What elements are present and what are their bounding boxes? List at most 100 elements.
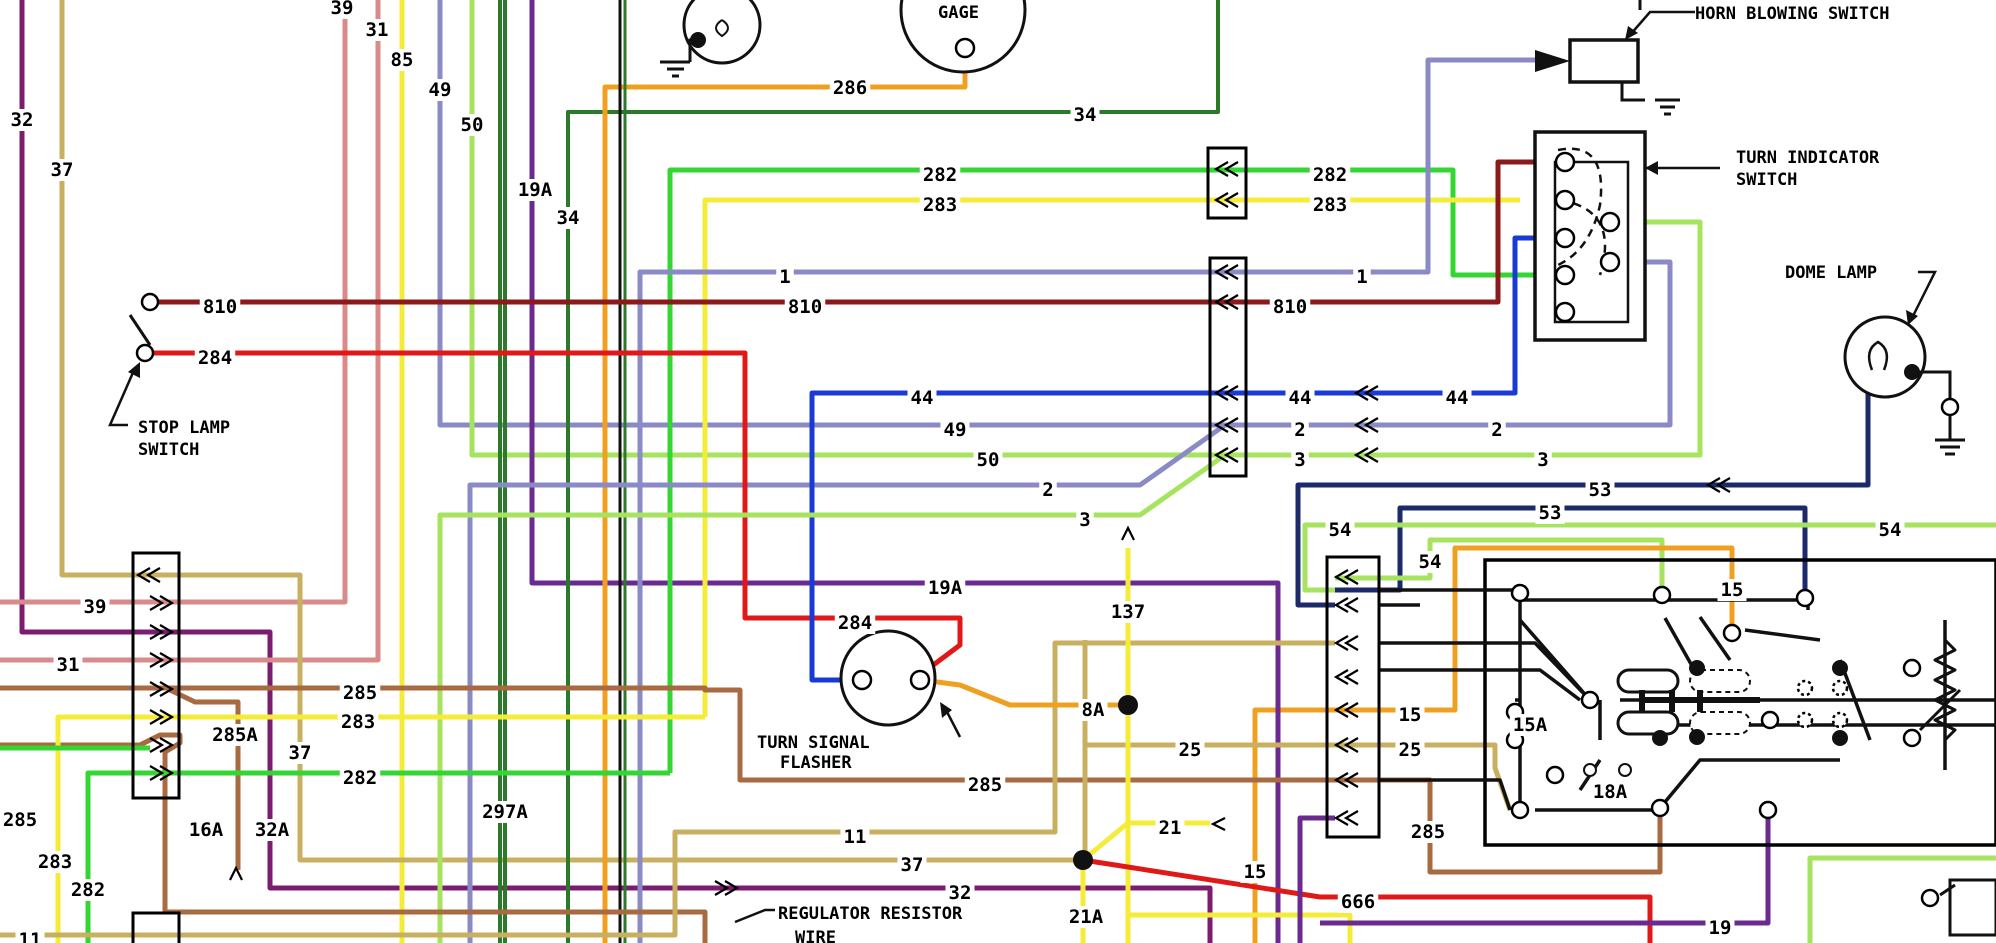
wire-50-lightgreen xyxy=(469,0,1225,458)
wire-label-53: 53 xyxy=(1539,502,1562,524)
wire-label-32a: 32A xyxy=(255,819,290,841)
wire-label-37: 37 xyxy=(289,742,312,764)
wire-label-8a: 8A xyxy=(1082,699,1105,721)
relay-contacts xyxy=(1616,668,1760,736)
wire-label-44: 44 xyxy=(1446,387,1469,409)
regulator-label-1: REGULATOR RESISTOR xyxy=(778,904,963,924)
wire-282-green xyxy=(667,167,1225,773)
dome-lamp-label: DOME LAMP xyxy=(1785,263,1877,283)
wire-label-285: 285 xyxy=(1411,821,1445,843)
wire-label-2: 2 xyxy=(1042,479,1053,501)
wire-label-18a: 18A xyxy=(1593,781,1628,803)
wire-label-297a: 297A xyxy=(482,801,528,823)
regulator-resistor-wire: REGULATOR RESISTOR WIRE xyxy=(734,904,963,943)
control-terminals xyxy=(1505,583,1922,820)
wire-label-bg xyxy=(1155,817,1185,839)
wire-label-bg xyxy=(829,77,871,99)
wire-label-31: 31 xyxy=(366,19,389,41)
wire-label-50: 50 xyxy=(461,114,484,136)
wire-label-bg xyxy=(53,654,83,676)
wire-label-bg xyxy=(185,819,227,841)
wire-21-yellow xyxy=(1081,820,1210,862)
wire-label-54: 54 xyxy=(1879,519,1902,541)
wire-label-137: 137 xyxy=(1111,601,1145,623)
stop-lamp-label-1: STOP LAMP xyxy=(138,418,230,438)
wire-label-810: 810 xyxy=(203,296,237,318)
wire-2-lavender xyxy=(467,422,1227,943)
wire-8A-yellow xyxy=(921,677,1128,708)
connector-block-center xyxy=(1208,256,1248,478)
wire-label-282: 282 xyxy=(923,164,957,186)
horn-blowing-switch: HORN BLOWING SWITCH xyxy=(1535,0,1889,116)
wire-label-bg xyxy=(1325,519,1355,541)
wire-label-bg xyxy=(0,809,41,831)
wire-label-bg xyxy=(776,266,794,288)
connector-block-right xyxy=(1325,555,1381,839)
wire-label-bg xyxy=(1407,821,1449,843)
wire-label-bg xyxy=(1076,509,1094,531)
wire-label-bg xyxy=(1337,891,1379,913)
wire-label-bg xyxy=(67,879,109,901)
wire-label-bg xyxy=(945,882,975,904)
wire-285A-brown xyxy=(168,687,241,870)
wire-37-olive xyxy=(59,0,1085,863)
wire-label-49: 49 xyxy=(944,419,967,441)
wire-label-bg xyxy=(1065,906,1107,928)
wire-283-yellow xyxy=(702,197,1225,717)
wire-label-bg xyxy=(784,296,826,318)
wire-label-bg xyxy=(1535,502,1565,524)
wire-label-3: 3 xyxy=(1294,449,1305,471)
wire-1-lavender xyxy=(637,57,1545,943)
wire-285-brown xyxy=(0,685,1663,875)
wire-label-bg xyxy=(1705,917,1735,939)
wire-286-orange xyxy=(602,50,968,943)
connector-block-left xyxy=(131,551,181,800)
wire-label-283: 283 xyxy=(38,851,72,873)
wire-label-bg xyxy=(80,596,110,618)
wire-label-2: 2 xyxy=(1491,419,1502,441)
wire-label-bg xyxy=(479,801,531,823)
wire-label-bg xyxy=(47,159,77,181)
wire-label-282: 282 xyxy=(1313,164,1347,186)
wire-label-2: 2 xyxy=(1294,419,1305,441)
wire-yellow-bottom xyxy=(1128,912,1353,943)
wire-label-285: 285 xyxy=(3,809,37,831)
wire-label-11: 11 xyxy=(19,929,42,943)
wire-label-53: 53 xyxy=(1589,479,1612,501)
splice-8A xyxy=(1118,695,1138,715)
wire-54-lightgreen xyxy=(1302,522,1996,593)
wire-label-1: 1 xyxy=(1356,266,1367,288)
wire-label-bg xyxy=(1309,194,1351,216)
wire-label-bg xyxy=(209,724,261,746)
wire-label-666: 666 xyxy=(1341,891,1375,913)
turn-signal-flasher: TURN SIGNAL FLASHER xyxy=(757,629,962,773)
wire-label-3: 3 xyxy=(1537,449,1548,471)
wire-label-bg xyxy=(1488,419,1506,441)
gage: GAGE xyxy=(899,0,1027,74)
wire-label-15: 15 xyxy=(1721,579,1744,601)
wire-label-bg xyxy=(362,19,392,41)
wire-label-bg xyxy=(285,742,315,764)
wire-label-285: 285 xyxy=(968,774,1002,796)
wire-label-49: 49 xyxy=(429,79,452,101)
wire-label-32: 32 xyxy=(949,882,972,904)
wire-label-32: 32 xyxy=(11,109,34,131)
wire-label-34: 34 xyxy=(1074,104,1097,126)
wire-label-bg xyxy=(327,0,357,19)
connector-chevrons xyxy=(135,161,1731,896)
wire-label-bg xyxy=(339,682,381,704)
wire-label-bg xyxy=(1175,739,1205,761)
wire-label-bg xyxy=(15,929,45,943)
wire-label-bg xyxy=(1534,449,1552,471)
wire-label-54: 54 xyxy=(1329,519,1352,541)
turn-indicator-label-2: SWITCH xyxy=(1736,170,1797,190)
wire-label-bg xyxy=(1353,266,1371,288)
bottom-right-component xyxy=(1920,878,1996,937)
stop-lamp-switch: STOP LAMP SWITCH xyxy=(108,292,230,460)
wire-label-bg xyxy=(973,449,1003,471)
wire-label-bg xyxy=(840,826,870,848)
wire-label-37: 37 xyxy=(51,159,74,181)
wire-label-bg xyxy=(1395,739,1425,761)
connector-block-center-top xyxy=(1206,146,1248,220)
wire-label-bg xyxy=(1309,164,1351,186)
